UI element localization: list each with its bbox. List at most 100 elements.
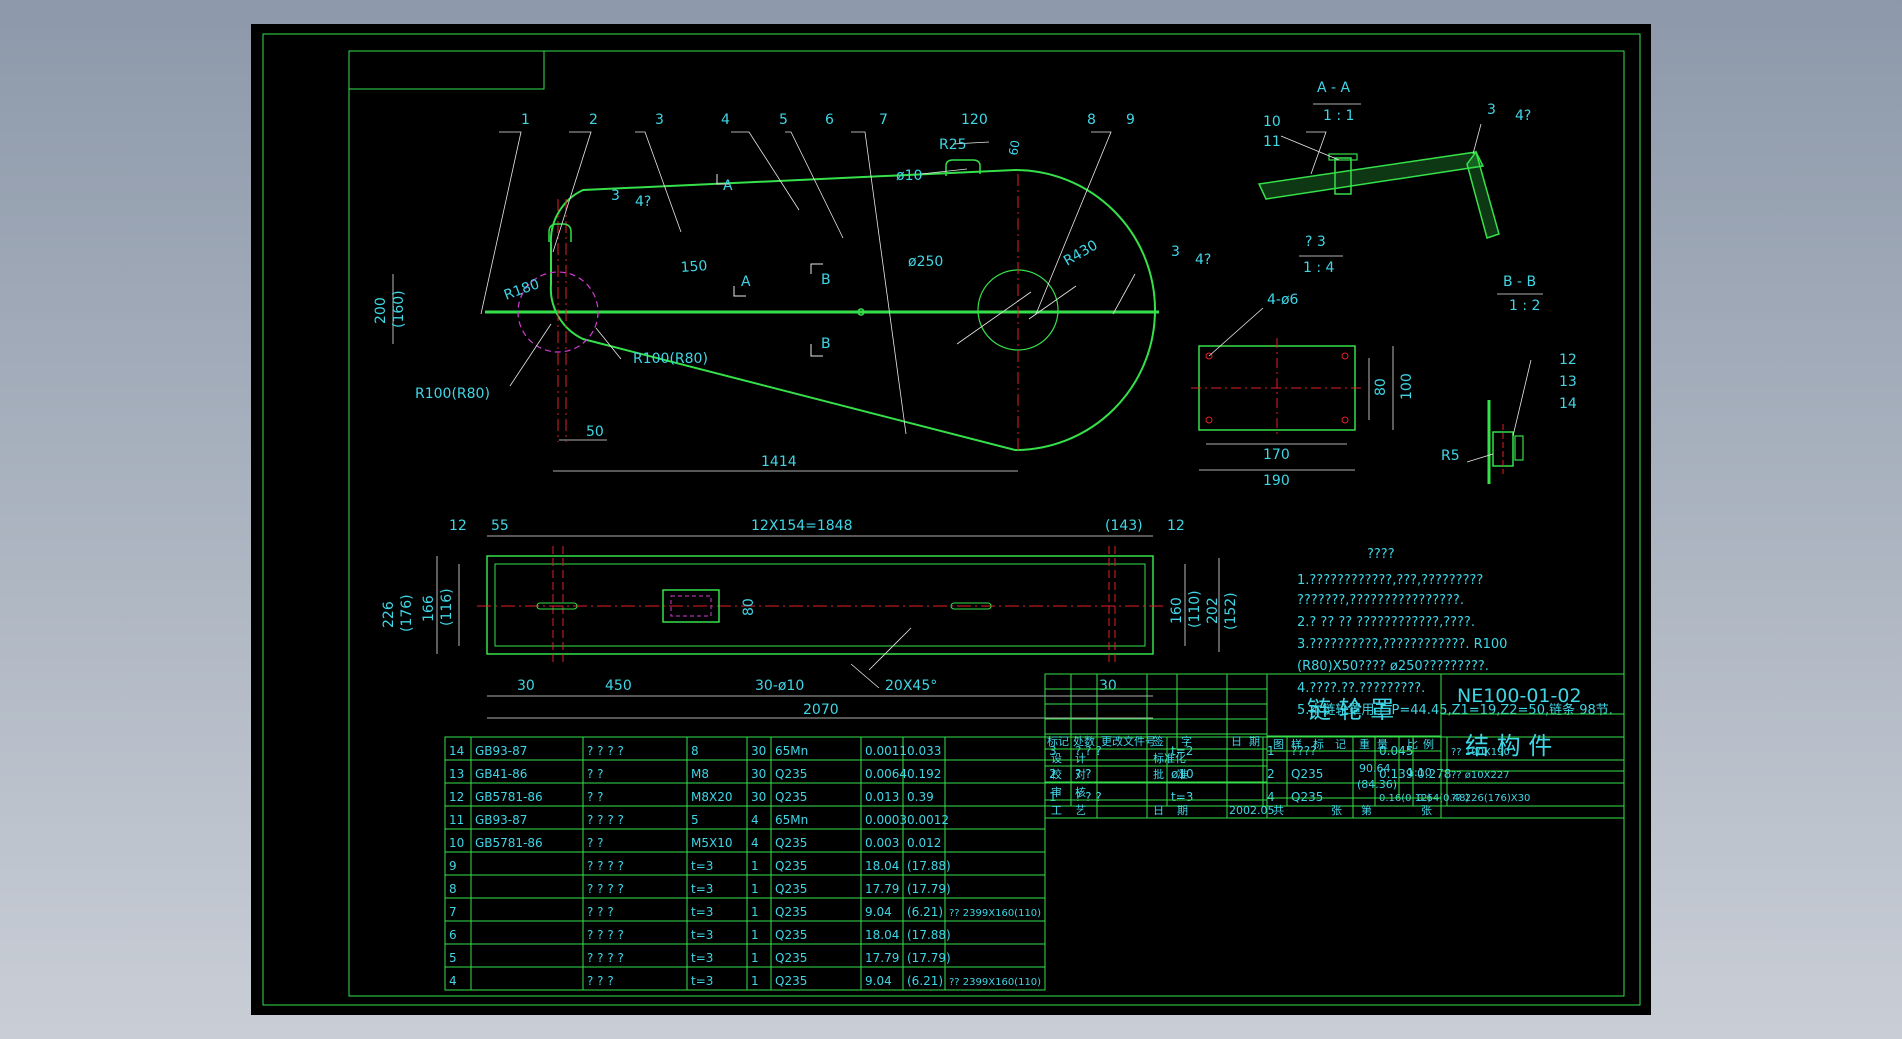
dim-120: 120 (961, 112, 988, 128)
parts-left-cell: 10 (449, 836, 464, 850)
parts-right-cell: 2 (1049, 767, 1057, 781)
dim-166: 166 (421, 595, 437, 622)
section-mark-b1: B (821, 272, 831, 288)
main-view-labels: 1 2 3 4 5 6 7 8 9 3 4? 3 4? A A B B R25 … (373, 112, 1211, 470)
sign-label-12: 日 (1153, 804, 1164, 817)
parts-left-cell: 9 (449, 859, 457, 873)
parts-left-cell: Q235 (775, 836, 807, 850)
parts-right-cell: 4 (1267, 790, 1275, 804)
parts-left-cell: ? ? ? ? (587, 951, 624, 965)
parts-left-cell: 1 (751, 859, 759, 873)
callout-10: 10 (1263, 114, 1281, 130)
parts-left-cell: Q235 (775, 974, 807, 988)
parts-left-cell: Q235 (775, 951, 807, 965)
parts-left-cell: 8 (691, 744, 699, 758)
notes-heading: ???? (1367, 547, 1395, 562)
parts-left-cell: 0.012 (907, 836, 941, 850)
sign-label-3: 标准化 (1153, 751, 1186, 765)
dim-100: 100 (1399, 373, 1415, 400)
rev-label-3: 更改文件号 (1101, 734, 1156, 748)
sign-label-2: 计 (1075, 752, 1086, 765)
parts-left-cell: 5 (449, 951, 457, 965)
parts-left-cell: 11 (449, 813, 464, 827)
parts-left-cell: (17.88) (907, 928, 951, 942)
parts-left-cell: ? ? ? ? (587, 813, 624, 827)
rev-label-5: 字 (1181, 734, 1192, 748)
dim-holes30: 30-ø10 (755, 678, 804, 694)
rev-label-1: 标记 (1047, 734, 1069, 748)
weld-sym-2: 4? (1195, 252, 1211, 268)
callout-3-aa: 3 (1487, 102, 1496, 118)
rev-label-7: 期 (1249, 735, 1260, 748)
dim-r180: R180 (502, 276, 542, 304)
guard-outline (549, 168, 1156, 452)
parts-right-cell: ?? ø10X227 (1451, 770, 1510, 781)
parts-left-cell: t=3 (691, 905, 713, 919)
note-line-2: ???????,????????????????. (1297, 593, 1464, 608)
parts-left-cell: 4 (751, 813, 759, 827)
parts-left-cell: ? ? (587, 836, 604, 850)
dim-r25: R25 (939, 137, 967, 153)
weld-leg-1: 3 (611, 188, 620, 204)
dim-r430: R430 (1061, 237, 1101, 269)
dim-chamfer: 20X45° (885, 678, 937, 694)
dim-60: 60 (1006, 139, 1022, 156)
drawing-sheet: 1 2 3 4 5 6 7 8 9 3 4? 3 4? A A B B R25 … (251, 24, 1651, 1015)
callout-4: 4 (721, 112, 730, 128)
parts-left-cell: ? ? (587, 767, 604, 781)
sign-label-6: 批 (1153, 767, 1164, 781)
dim-150: 150 (680, 258, 708, 276)
parts-left-cell: Q235 (775, 767, 807, 781)
cad-drawing: 1 2 3 4 5 6 7 8 9 3 4? 3 4? A A B B R25 … (262, 33, 1641, 1006)
stage-label-3: 标 (1313, 737, 1324, 751)
section-mark-b2: B (821, 336, 831, 352)
note-line-4: 3.??????????,????????????. R100 (1297, 637, 1507, 652)
section-aa-title: A - A (1317, 80, 1351, 96)
parts-left-cell: 65Mn (775, 744, 808, 758)
parts-right-cell: 0.64(0.48) (1417, 793, 1469, 804)
parts-left-cell: Q235 (775, 882, 807, 896)
dim-190: 190 (1263, 473, 1290, 489)
parts-left-cell: 30 (751, 767, 766, 781)
parts-left-cell: 9.04 (865, 974, 892, 988)
parts-left-cell: 0.033 (907, 744, 941, 758)
drawing-type: 结 构 件 (1465, 732, 1552, 760)
parts-left-cell: Q235 (775, 928, 807, 942)
dim-phi250: ø250 (908, 254, 943, 270)
dim-110: (110) (1187, 590, 1203, 628)
rev-label-2: 处数 (1073, 735, 1095, 748)
callout-2: 2 (589, 112, 598, 128)
sign-label-11: 艺 (1075, 804, 1086, 817)
parts-right-cell: t=3 (1171, 790, 1193, 804)
parts-left-cell: GB93-87 (475, 744, 527, 758)
sign-label-8: 审 (1051, 785, 1062, 799)
section-arrows (716, 174, 823, 357)
parts-left-cell: 17.79 (865, 951, 899, 965)
dim-30a: 30 (517, 678, 535, 694)
sign-label-4: 校 (1051, 767, 1062, 781)
section-mark-a2: A (741, 274, 751, 290)
section-aa (1257, 103, 1500, 239)
parts-left-cell: t=3 (691, 928, 713, 942)
section-aa-scale: 1 : 1 (1323, 108, 1354, 124)
sheet-total-label: 共 (1273, 804, 1284, 817)
corner-box (348, 50, 545, 90)
callout-6: 6 (825, 112, 834, 128)
stage-label-4: 记 (1335, 738, 1346, 751)
parts-left-cell: 0.39 (907, 790, 934, 804)
dim-160: (160) (391, 290, 407, 328)
dim-80b: 80 (741, 598, 757, 616)
parts-right-cell: 2 (1267, 767, 1275, 781)
rev-label-4: 签 (1153, 734, 1164, 748)
parts-left-cell: 0.0064 (865, 767, 907, 781)
parts-left-cell: t=3 (691, 951, 713, 965)
dim-55: 55 (491, 518, 509, 534)
dim-143: (143) (1105, 518, 1143, 534)
scale-value: 1:10 (1407, 766, 1432, 779)
stage-label-6: 量 (1377, 738, 1388, 751)
detail-plate (1191, 255, 1394, 471)
parts-left-cell: ?? 2399X160(110) (949, 977, 1041, 988)
parts-left-cell: 1 (751, 882, 759, 896)
parts-left-cell: 0.192 (907, 767, 941, 781)
outer-frame (262, 33, 1641, 1006)
